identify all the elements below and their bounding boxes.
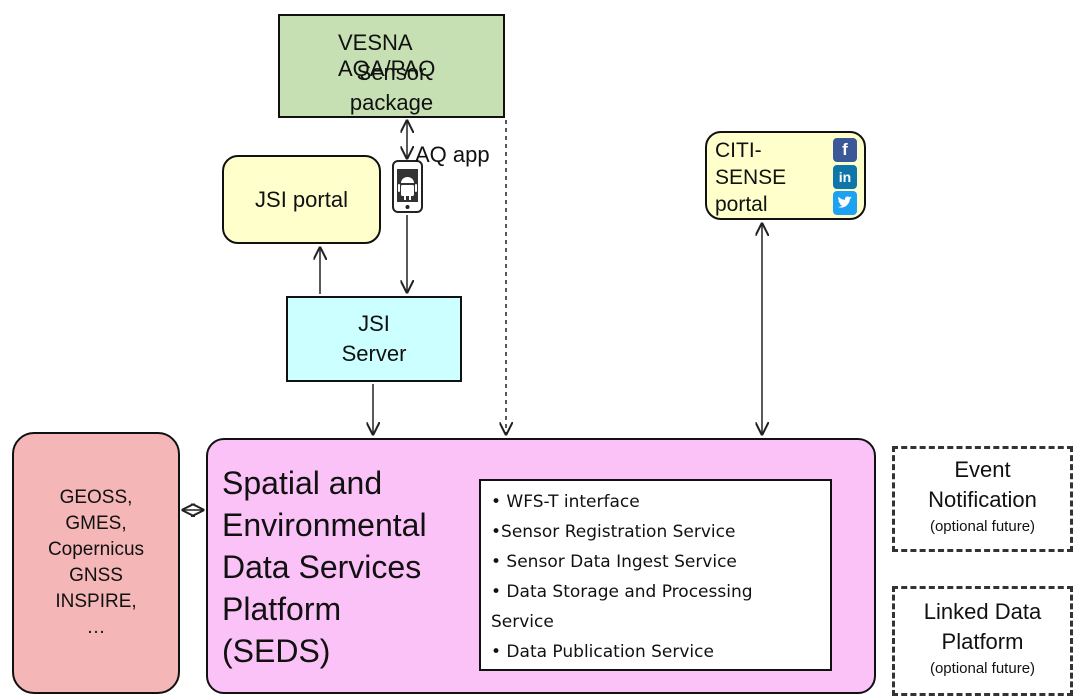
list-item: • Data Storage and Processing — [491, 582, 753, 602]
citi-line3: portal — [715, 193, 768, 216]
geoss-gmes-box: GEOSS, GMES, Copernicus GNSS INSPIRE, … — [12, 432, 180, 694]
seds-title-line: Platform — [222, 591, 342, 627]
linked-line2: Platform — [941, 629, 1024, 654]
jsi-server-line1: JSI — [358, 311, 390, 336]
seds-services-list-box: • WFS-T interface •Sensor Registration S… — [479, 479, 832, 671]
list-item: • WFS-T interface — [491, 492, 640, 512]
event-line2: Notification — [928, 487, 1037, 512]
facebook-icon: f — [833, 138, 857, 162]
event-note: (optional future) — [929, 518, 1036, 535]
vesna-sensor-label: Sensor — [356, 60, 427, 85]
jsi-server-line2: Server — [341, 341, 407, 366]
copernicus-line: Copernicus — [47, 539, 145, 560]
event-notification-box: Event Notification (optional future) — [892, 446, 1073, 552]
seds-title-line: Data Services — [222, 549, 422, 585]
citi-sense-portal-box: CITI- SENSE portal f in — [705, 131, 866, 220]
vesna-title: VESNA AQA/PAQ — [338, 30, 436, 81]
list-item: • Sensor Data Ingest Service — [491, 552, 737, 572]
linked-note: (optional future) — [929, 660, 1036, 677]
ellipsis-line: … — [86, 617, 106, 638]
seds-title: Spatial and Environmental Data Services … — [222, 462, 427, 672]
linked-data-platform-box: Linked Data Platform (optional future) — [892, 586, 1073, 696]
vesna-package-label: package — [349, 90, 434, 115]
citi-line2: SENSE — [715, 166, 787, 189]
seds-title-line: (SEDS) — [222, 633, 331, 669]
vesna-sensor-package-box: VESNA AQA/PAQ Sensor package — [278, 14, 505, 118]
seds-title-line: Spatial and — [222, 465, 383, 501]
event-line1: Event — [954, 457, 1011, 482]
seds-title-line: Environmental — [222, 507, 427, 543]
linkedin-icon: in — [833, 165, 857, 189]
gmes-line: GMES, — [65, 513, 127, 534]
geoss-line: GEOSS, — [59, 487, 133, 508]
jsi-portal-label: JSI portal — [255, 186, 348, 212]
services-list: • WFS-T interface •Sensor Registration S… — [481, 481, 830, 667]
list-item: • Data Publication Service — [491, 642, 714, 662]
jsi-server-box: JSI Server — [286, 296, 462, 382]
gnss-line: GNSS — [69, 565, 123, 586]
list-item: •Sensor Registration Service — [491, 522, 736, 542]
inspire-line: INSPIRE, — [55, 591, 137, 612]
list-item: Service — [491, 612, 554, 632]
android-phone-icon — [392, 160, 423, 213]
twitter-icon — [833, 191, 857, 215]
aq-app-label: AQ app — [415, 142, 490, 167]
linked-line1: Linked Data — [923, 599, 1042, 624]
jsi-portal-box: JSI portal — [222, 155, 381, 244]
citi-line1: CITI- — [715, 139, 762, 162]
